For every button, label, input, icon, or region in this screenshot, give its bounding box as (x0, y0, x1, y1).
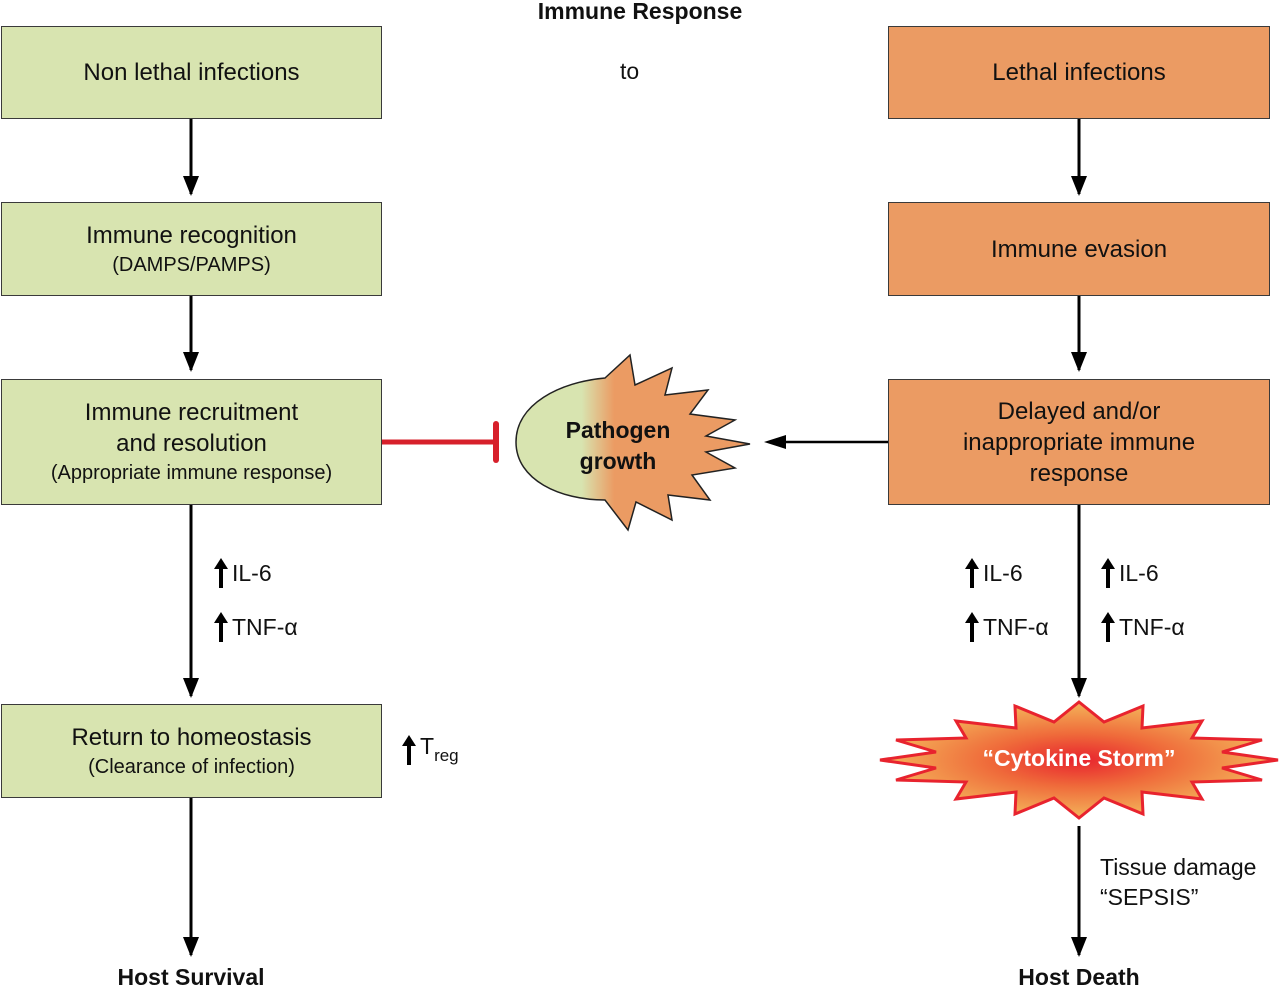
box-immune-evasion: Immune evasion (888, 202, 1270, 296)
box-delayed-response-label-2: inappropriate immune (962, 428, 1196, 456)
up-arrow-icon (1101, 558, 1115, 588)
left-il6-increase: IL-6 (214, 558, 272, 588)
box-nonlethal-infections: Non lethal infections (1, 26, 382, 119)
arrow-recognition-to-recruitment (183, 296, 199, 372)
pathogen-growth-shape (515, 353, 751, 532)
arrow-storm-to-death (1071, 826, 1087, 957)
diagram-title: Immune Response (537, 0, 743, 24)
right-il6-label-right: IL-6 (1119, 559, 1159, 586)
box-immune-recognition-sublabel: (DAMPS/PAMPS) (112, 253, 271, 276)
arrow-recruitment-to-homeostasis (183, 505, 199, 698)
right-tnf-increase-left: TNF-α (965, 612, 1049, 642)
left-tnf-label: TNF-α (232, 613, 298, 640)
box-immune-recruitment-label: Immune recruitment (84, 399, 299, 426)
treg-label: Treg (420, 733, 459, 766)
pathogen-line-1: Pathogen (565, 417, 671, 443)
tissue-damage-label: Tissue damage “SEPSIS” (1100, 852, 1256, 912)
up-arrow-icon (965, 558, 979, 588)
cytokine-storm-burst (879, 700, 1279, 820)
tissue-damage-line-1: Tissue damage (1100, 854, 1257, 880)
box-lethal-infections: Lethal infections (888, 26, 1270, 119)
box-nonlethal-infections-label: Non lethal infections (83, 59, 300, 86)
right-il6-label-left: IL-6 (983, 559, 1023, 586)
box-immune-recruitment-label-2: and resolution (116, 430, 267, 457)
box-lethal-infections-label: Lethal infections (992, 59, 1166, 86)
pathogen-growth-label: Pathogen growth (538, 415, 698, 477)
right-il6-increase-right: IL-6 (1101, 558, 1159, 588)
tissue-damage-line-2: “SEPSIS” (1100, 884, 1199, 910)
box-immune-evasion-label: Immune evasion (990, 235, 1168, 263)
left-tnf-increase: TNF-α (214, 612, 298, 642)
outcome-host-death: Host Death (1018, 964, 1140, 990)
box-delayed-response-label: Delayed and/or (997, 397, 1161, 425)
treg-increase: Treg (402, 733, 459, 766)
box-delayed-response-label-3: response (1029, 459, 1129, 487)
box-immune-recruitment-sublabel: (Appropriate immune response) (50, 462, 333, 484)
box-immune-recruitment: Immune recruitment and resolution (Appro… (1, 379, 382, 505)
right-tnf-increase-right: TNF-α (1101, 612, 1185, 642)
right-il6-increase-left: IL-6 (965, 558, 1023, 588)
up-arrow-icon (214, 558, 228, 588)
arrow-delayed-to-pathogen (764, 435, 888, 449)
pathogen-line-2: growth (579, 448, 657, 474)
arrow-homeostasis-to-survival (183, 798, 199, 957)
up-arrow-icon (402, 734, 416, 765)
right-tnf-label-right: TNF-α (1119, 613, 1185, 640)
box-return-homeostasis: Return to homeostasis (Clearance of infe… (1, 704, 382, 798)
box-return-homeostasis-sublabel: (Clearance of infection) (88, 755, 295, 778)
up-arrow-icon (214, 612, 228, 642)
inhibition-line (382, 421, 499, 463)
outcome-host-survival: Host Survival (117, 964, 265, 990)
treg-base: T (420, 733, 435, 759)
arrow-lethal-to-evasion (1071, 119, 1087, 196)
arrow-nonlethal-to-recognition (183, 119, 199, 196)
box-immune-recognition: Immune recognition (DAMPS/PAMPS) (1, 202, 382, 296)
up-arrow-icon (1101, 612, 1115, 642)
box-immune-recognition-label: Immune recognition (86, 221, 297, 249)
cytokine-storm-label: “Cytokine Storm” (982, 745, 1176, 771)
box-return-homeostasis-label: Return to homeostasis (71, 723, 312, 751)
arrow-evasion-to-delayed (1071, 296, 1087, 372)
box-delayed-response: Delayed and/or inappropriate immune resp… (888, 379, 1270, 505)
left-il6-label: IL-6 (232, 559, 272, 586)
treg-subscript: reg (434, 746, 459, 765)
right-tnf-label-left: TNF-α (983, 613, 1049, 640)
up-arrow-icon (965, 612, 979, 642)
arrow-delayed-to-storm (1071, 505, 1087, 698)
connector-to: to (620, 58, 640, 84)
